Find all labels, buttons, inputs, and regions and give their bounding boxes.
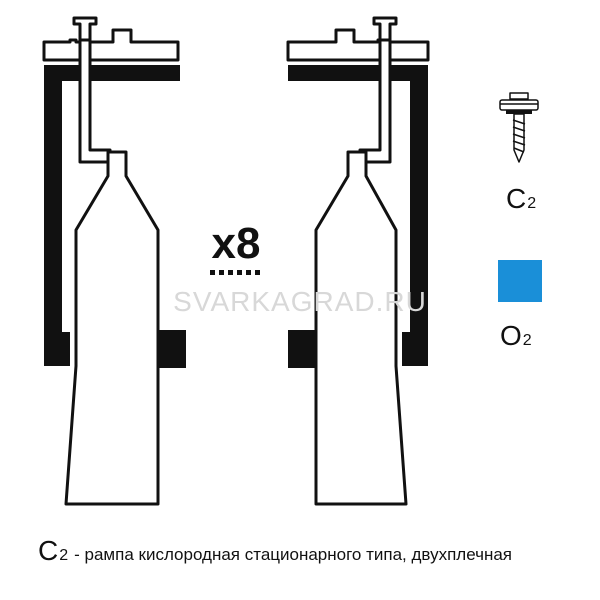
multiplier-dots	[210, 270, 260, 275]
caption-code-main: C	[38, 535, 58, 566]
screw-code-label: C2	[506, 183, 536, 214]
left-frame-clamp	[158, 330, 186, 368]
left-valve-handle	[72, 16, 98, 42]
multiplier-label: x8	[212, 219, 261, 268]
right-manifold-pipe	[286, 28, 430, 62]
left-frame	[44, 65, 180, 332]
roofing-screw-icon	[499, 92, 539, 163]
watermark: SVARKAGRAD.RU	[173, 286, 427, 317]
right-frame-clamp	[288, 330, 316, 368]
gas-code-label: O2	[500, 320, 532, 351]
left-hose	[78, 38, 112, 164]
left-ramp-arm	[42, 16, 186, 506]
left-frame-foot	[44, 332, 70, 366]
left-cylinder	[64, 150, 160, 506]
caption-text: - рампа кислородная стационарного типа, …	[74, 545, 512, 564]
caption-code-sub: 2	[59, 547, 68, 564]
right-ramp-arm	[286, 16, 430, 506]
right-frame	[288, 65, 428, 332]
oxygen-color-swatch	[498, 260, 542, 302]
right-cylinder	[314, 150, 408, 506]
right-valve-handle	[372, 16, 398, 42]
left-manifold-pipe	[42, 28, 180, 62]
caption: C2 - рампа кислородная стационарного типа…	[38, 535, 512, 566]
right-frame-foot	[402, 332, 428, 366]
